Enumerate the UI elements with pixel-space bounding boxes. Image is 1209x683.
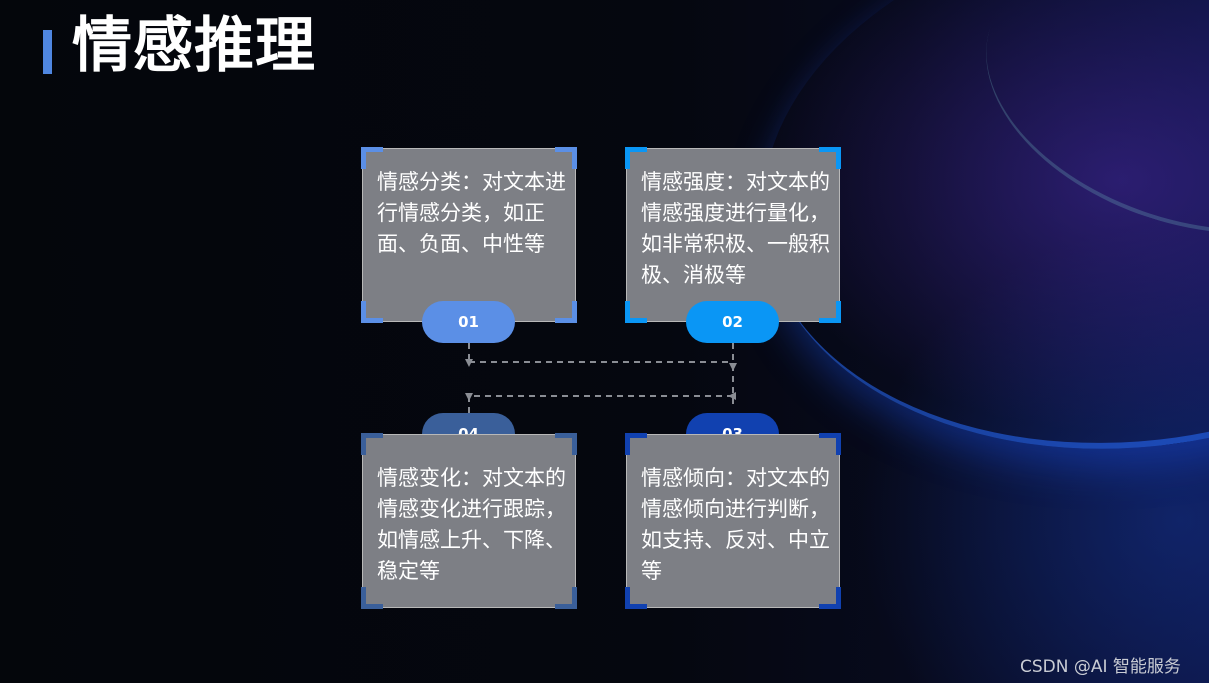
corner-bracket bbox=[819, 433, 841, 455]
corner-bracket bbox=[361, 433, 383, 455]
corner-bracket bbox=[625, 433, 647, 455]
card-emotion-intensity: 情感强度：对文本的情感强度进行量化，如非常积极、一般积极、消极等 bbox=[625, 147, 841, 323]
corner-bracket bbox=[819, 301, 841, 323]
card-emotion-classification: 情感分类：对文本进行情感分类，如正面、负面、中性等 bbox=[361, 147, 577, 323]
corner-bracket bbox=[625, 587, 647, 609]
corner-bracket bbox=[555, 301, 577, 323]
corner-bracket bbox=[819, 147, 841, 169]
corner-bracket bbox=[555, 433, 577, 455]
card-emotion-change: 情感变化：对文本的情感变化进行跟踪，如情感上升、下降、稳定等 bbox=[361, 433, 577, 609]
arrow-head-01 bbox=[465, 359, 473, 367]
corner-bracket bbox=[361, 587, 383, 609]
corner-bracket bbox=[819, 587, 841, 609]
arrow-head-03 bbox=[728, 392, 736, 400]
step-badge-01: 01 bbox=[422, 301, 515, 343]
corner-bracket bbox=[361, 147, 383, 169]
corner-bracket bbox=[555, 587, 577, 609]
card-text: 情感倾向：对文本的情感倾向进行判断，如支持、反对、中立等 bbox=[641, 466, 830, 583]
corner-bracket bbox=[361, 301, 383, 323]
card-emotion-tendency: 情感倾向：对文本的情感倾向进行判断，如支持、反对、中立等 bbox=[625, 433, 841, 609]
watermark-text: CSDN @AI 智能服务 bbox=[1020, 657, 1181, 677]
card-text: 情感强度：对文本的情感强度进行量化，如非常积极、一般积极、消极等 bbox=[641, 170, 830, 287]
arrow-head-04 bbox=[465, 393, 473, 401]
corner-bracket bbox=[555, 147, 577, 169]
card-text: 情感分类：对文本进行情感分类，如正面、负面、中性等 bbox=[377, 170, 566, 256]
corner-bracket bbox=[625, 147, 647, 169]
title-accent-bar bbox=[43, 30, 52, 74]
card-text: 情感变化：对文本的情感变化进行跟踪，如情感上升、下降、稳定等 bbox=[377, 466, 566, 583]
page-title: 情感推理 bbox=[72, 11, 316, 81]
corner-bracket bbox=[625, 301, 647, 323]
step-badge-02: 02 bbox=[686, 301, 779, 343]
arrow-head-02 bbox=[729, 363, 737, 371]
